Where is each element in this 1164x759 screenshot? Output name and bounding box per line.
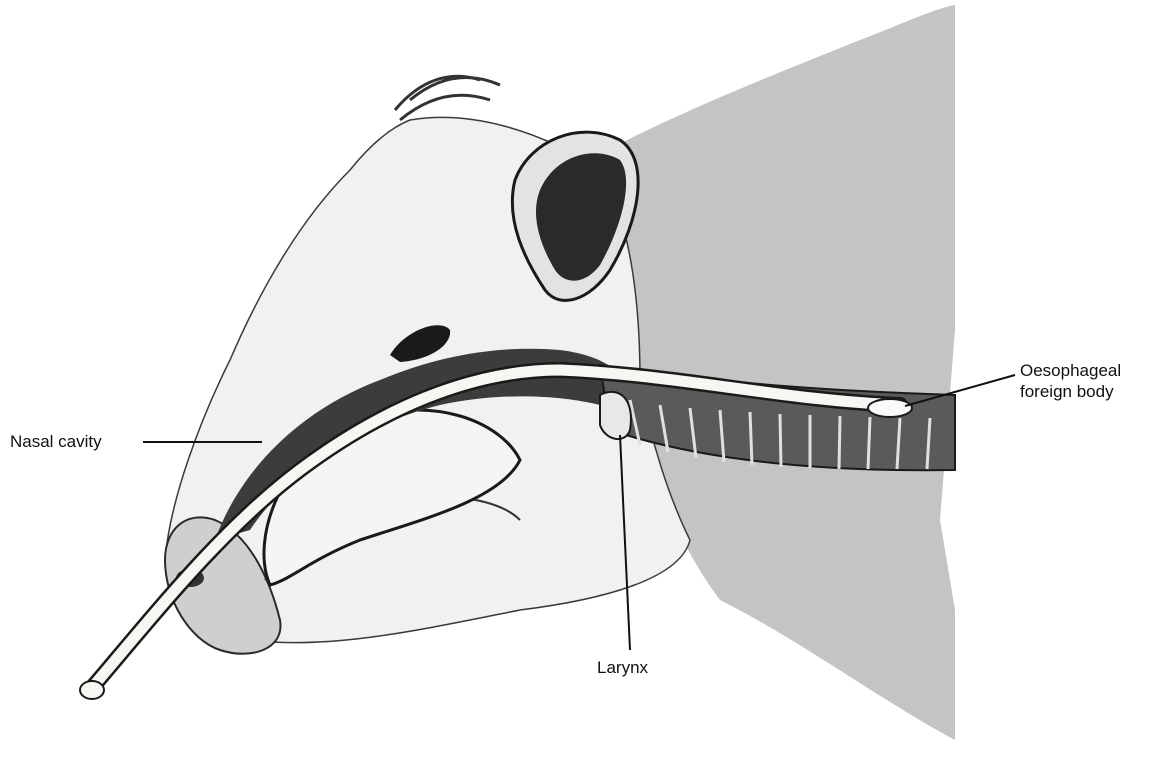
foreign-body <box>868 399 912 417</box>
oesophageal-foreign-body-label: Oesophageal foreign body <box>1020 360 1121 402</box>
oesophageal-label-line2: foreign body <box>1020 381 1121 402</box>
larynx-label: Larynx <box>597 657 648 678</box>
oesophageal-label-line1: Oesophageal <box>1020 360 1121 381</box>
forelock <box>395 76 500 120</box>
tube-end <box>80 681 104 699</box>
nasal-cavity-label: Nasal cavity <box>10 431 102 452</box>
larynx <box>600 392 631 439</box>
